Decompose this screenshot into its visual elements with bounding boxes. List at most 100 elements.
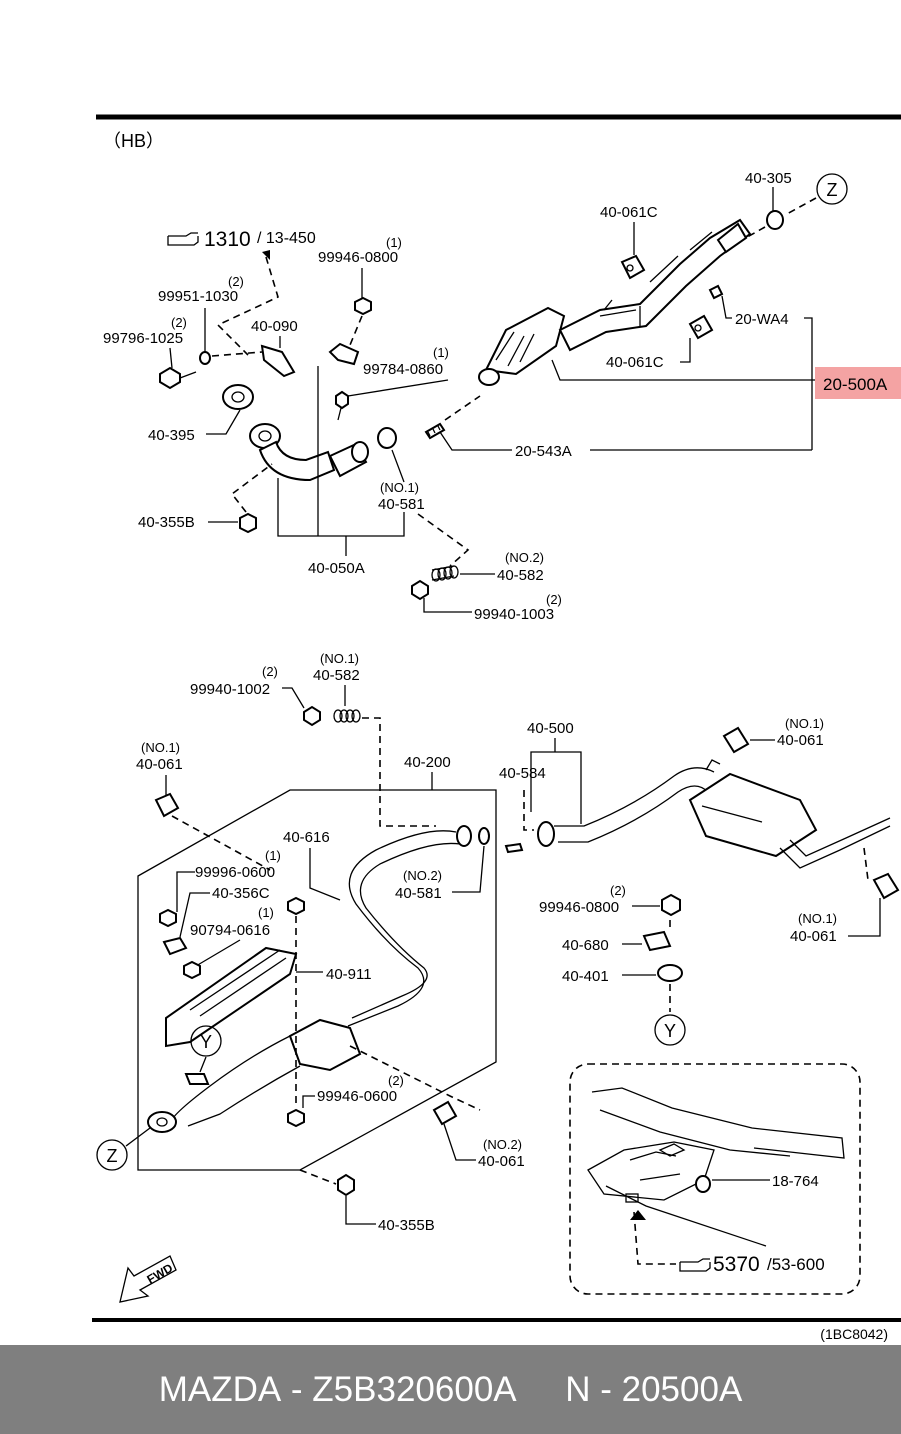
label-40-911: 40-911 — [326, 966, 372, 983]
label-40-061-tr: 40-061 — [777, 732, 824, 749]
fwd-arrow-icon: FWD — [119, 1255, 177, 1303]
zone-z-label-bottom: Z — [107, 1146, 118, 1166]
label-99946-0600: 99946-0600 — [317, 1088, 397, 1105]
assembly-40-200-outline — [137, 789, 497, 1171]
gasket-40-581-bottom — [478, 827, 490, 845]
nut-99940-1002 — [303, 705, 321, 727]
qty-99940-1002: (2) — [262, 664, 278, 679]
bolt-90794-0616 — [183, 960, 201, 980]
ref-5370-main: 5370 — [713, 1253, 760, 1276]
hanger-40-061-left — [154, 792, 180, 818]
nut-99940-1003 — [411, 579, 429, 601]
stud-20-543a — [424, 422, 446, 440]
bracket-40-090 — [260, 344, 296, 378]
label-40-500: 40-500 — [527, 720, 574, 737]
label-40-680: 40-680 — [562, 937, 609, 954]
footer-brand: MAZDA — [158, 1369, 282, 1409]
qty-99940-1003: (2) — [546, 592, 562, 607]
label-99796-1025: 99796-1025 — [103, 330, 183, 347]
pointing-hand-icon — [167, 232, 199, 246]
nut-99946-0800-mid — [661, 893, 681, 917]
zone-z-label-top: Z — [827, 180, 838, 200]
label-18-764: 18-764 — [772, 1173, 819, 1190]
label-99946-0800-top: 99946-0800 — [318, 249, 398, 266]
bolt-20-wa4 — [708, 284, 724, 300]
label-40-061-no2: 40-061 — [478, 1153, 525, 1170]
label-90794-0616: 90794-0616 — [190, 922, 270, 939]
bolt-99784-0860 — [335, 390, 349, 410]
catalytic-converter-pipe — [478, 218, 752, 386]
stud-40-584 — [504, 842, 524, 854]
label-40-200: 40-200 — [404, 754, 451, 771]
label-20-500a: 20-500A — [823, 375, 888, 394]
label-99951-1030: 99951-1030 — [158, 288, 238, 305]
qty-90794-0616: (1) — [258, 905, 274, 920]
label-40-061-left: 40-061 — [136, 756, 183, 773]
label-99784-0860: 99784-0860 — [363, 361, 443, 378]
zone-z-circle-bottom — [96, 1139, 128, 1171]
qty-99946-0800-mid: (2) — [610, 883, 626, 898]
note-40-582-bottom: (NO.1) — [320, 651, 359, 666]
ref-5370-sub: /53-600 — [767, 1255, 825, 1274]
ref-1310-main: 1310 — [204, 228, 251, 251]
reference-1310: 1310 / 13-450 — [167, 228, 316, 251]
label-40-582-top: 40-582 — [497, 567, 544, 584]
footer-ref: N - 20500A — [565, 1369, 743, 1409]
label-99940-1003: 99940-1003 — [474, 606, 554, 623]
qty-99996-0600: (1) — [265, 848, 281, 863]
insulator-40-401 — [657, 964, 683, 982]
nut-40-355b-bottom — [337, 1173, 355, 1197]
label-40-356c: 40-356C — [212, 885, 270, 902]
center-pipe-40-200 — [147, 825, 472, 1133]
note-40-581-bottom: (NO.2) — [403, 868, 442, 883]
hanger-40-061c-top — [620, 254, 646, 280]
label-99940-1002: 99940-1002 — [190, 681, 270, 698]
bracket-40-356c — [162, 936, 188, 956]
gasket-40-395 — [222, 384, 254, 410]
label-40-616: 40-616 — [283, 829, 330, 846]
label-40-355b-bottom: 40-355B — [378, 1217, 435, 1234]
label-40-401: 40-401 — [562, 968, 609, 985]
label-40-584: 40-584 — [499, 765, 546, 782]
reference-5370: 5370 /53-600 — [679, 1253, 825, 1276]
note-40-061-tr: (NO.1) — [785, 716, 824, 731]
heat-shield-40-911 — [165, 946, 298, 1048]
label-40-050a: 40-050A — [308, 560, 365, 577]
qty-99784-0860: (1) — [433, 345, 449, 360]
zone-y-label-right: Y — [664, 1021, 676, 1041]
muffler-40-500 — [537, 759, 891, 869]
label-40-061-right: 40-061 — [790, 928, 837, 945]
note-40-061-right: (NO.1) — [798, 911, 837, 926]
note-40-582-top: (NO.2) — [505, 550, 544, 565]
zone-y-label-left: Y — [200, 1032, 212, 1052]
footer-bar: MAZDA - Z5B320600A N - 20500A — [0, 1345, 901, 1434]
spring-40-582-top — [431, 565, 459, 582]
gasket-40-581-top — [377, 427, 397, 449]
highlight-20-500a — [815, 367, 901, 399]
qty-99946-0800-top: (1) — [386, 235, 402, 250]
pointing-hand-icon — [679, 1258, 711, 1272]
footer-part-number: Z5B320600A — [312, 1369, 517, 1409]
bolt-99796-1025 — [159, 366, 181, 390]
label-40-305: 40-305 — [745, 170, 792, 187]
qty-99951-1030: (2) — [228, 274, 244, 289]
note-40-061-no2: (NO.2) — [483, 1137, 522, 1152]
label-40-581-top: 40-581 — [378, 496, 425, 513]
nut-99996-0600 — [159, 908, 177, 928]
hanger-40-061c-bottom — [688, 314, 714, 340]
hanger-40-061-tr — [722, 726, 750, 754]
bracket-40-680 — [642, 930, 672, 952]
label-20-543a: 20-543A — [515, 443, 572, 460]
label-40-395: 40-395 — [148, 427, 195, 444]
plug-18-764 — [695, 1175, 711, 1193]
bolt-40-616 — [287, 896, 305, 916]
qty-99946-0600: (2) — [388, 1073, 404, 1088]
qty-99796-1025: (2) — [171, 315, 187, 330]
hanger-bracket — [328, 342, 360, 366]
leader — [216, 256, 279, 356]
zone-y-circle-right — [654, 1014, 686, 1046]
detail-inset-frame — [569, 1063, 861, 1295]
label-40-582-bottom: 40-582 — [313, 667, 360, 684]
note-40-061-left: (NO.1) — [141, 740, 180, 755]
hanger-40-061-right — [872, 872, 900, 900]
